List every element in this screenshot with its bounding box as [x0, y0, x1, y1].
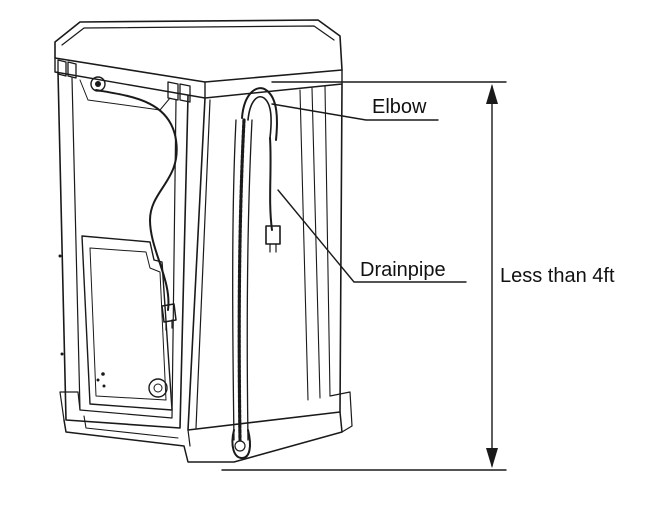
washer-lid	[54, 19, 343, 83]
back-panel-inner	[71, 77, 177, 419]
hinge-right	[167, 81, 191, 103]
base-foot-right	[329, 391, 353, 433]
side-rib-1	[299, 89, 309, 401]
plug-prongs	[165, 319, 173, 331]
drainpipe-callout: Drainpipe	[277, 189, 467, 283]
top-rim	[54, 57, 343, 99]
dimension-arrow-bottom	[486, 448, 498, 468]
drainpipe-leader-line	[277, 189, 467, 283]
access-panel-inner	[89, 247, 167, 401]
washer-cabinet	[54, 19, 353, 463]
back-brace	[79, 79, 171, 111]
hose-clamp	[265, 225, 281, 245]
drainpipe-elbow-hook	[241, 87, 278, 141]
drainpipe-hanging-end	[269, 137, 273, 231]
side-rib-2	[311, 87, 321, 399]
elbow-callout: Elbow	[271, 96, 439, 121]
base-front-line	[187, 429, 191, 447]
height-dimension: Less than 4ft	[221, 81, 615, 471]
drainpipe	[231, 87, 281, 459]
elbow-leader-line	[271, 103, 439, 121]
drain-port	[148, 378, 168, 398]
drainpipe-bottom-loop	[231, 429, 251, 459]
power-plug	[161, 303, 177, 323]
corner-post	[195, 99, 211, 429]
hinge-left	[57, 59, 77, 79]
lid-inner-edge	[61, 25, 335, 46]
dimension-arrow-top	[486, 84, 498, 104]
washer-base	[63, 411, 343, 463]
side-rib-3	[324, 85, 331, 397]
power-cord	[95, 89, 178, 311]
elbow-label: Elbow	[372, 96, 427, 118]
access-panel	[81, 235, 173, 411]
base-foot-left	[59, 391, 81, 421]
drainpipe-hose	[237, 118, 246, 442]
side-panel	[187, 83, 343, 431]
base-inner	[83, 415, 179, 439]
drainpipe-label: Drainpipe	[360, 259, 446, 281]
back-panel	[57, 71, 189, 429]
height-label: Less than 4ft	[500, 265, 615, 287]
panel-marks	[58, 254, 106, 388]
